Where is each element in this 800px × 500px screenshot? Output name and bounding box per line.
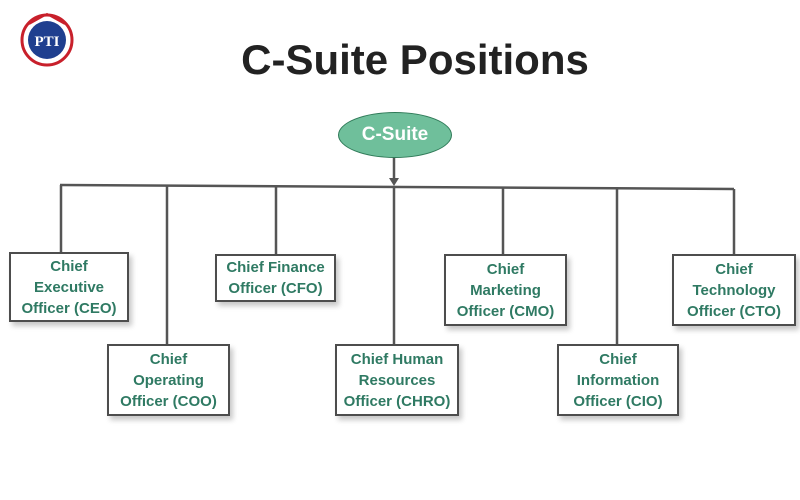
position-box-cmo: Chief Marketing Officer (CMO) [444,254,567,326]
position-line: Operating [133,371,204,389]
position-line: Resources [358,371,436,389]
position-line: Marketing [470,281,541,299]
position-box-chro: Chief Human Resources Officer (CHRO) [335,344,459,416]
root-arrow [389,178,399,186]
position-line: Officer (CMO) [456,302,555,320]
position-box-cio: Chief Information Officer (CIO) [557,344,679,416]
position-box-coo: Chief Operating Officer (COO) [107,344,230,416]
position-line: Officer (CHRO) [343,392,451,410]
position-box-ceo: Chief Executive Officer (CEO) [9,252,129,322]
pti-logo-icon: PTI [20,12,74,67]
position-line: Officer (CIO) [573,392,663,410]
root-node-c-suite: C-Suite [338,112,452,158]
position-line: Chief [50,257,88,275]
position-box-cto: Chief Technology Officer (CTO) [672,254,796,326]
page-title: C-Suite Positions [241,36,589,83]
logo-text: PTI [34,34,59,50]
position-line: Information [576,371,660,389]
position-line: Officer (CTO) [687,302,781,320]
position-line: Chief [599,350,637,368]
position-line: Technology [692,281,776,299]
position-box-cfo: Chief Finance Officer (CFO) [215,254,336,302]
position-line: Officer (COO) [120,392,217,410]
position-line: Chief Finance [226,259,325,276]
position-line: Chief [149,350,188,368]
horizontal-bus [59,183,735,191]
position-line: Officer (CEO) [21,299,117,317]
position-line: Chief Human [350,350,444,368]
position-line: Officer (CFO) [228,280,323,297]
position-line: Chief [715,260,753,278]
position-line: Executive [33,278,105,296]
position-line: Chief [486,260,525,278]
